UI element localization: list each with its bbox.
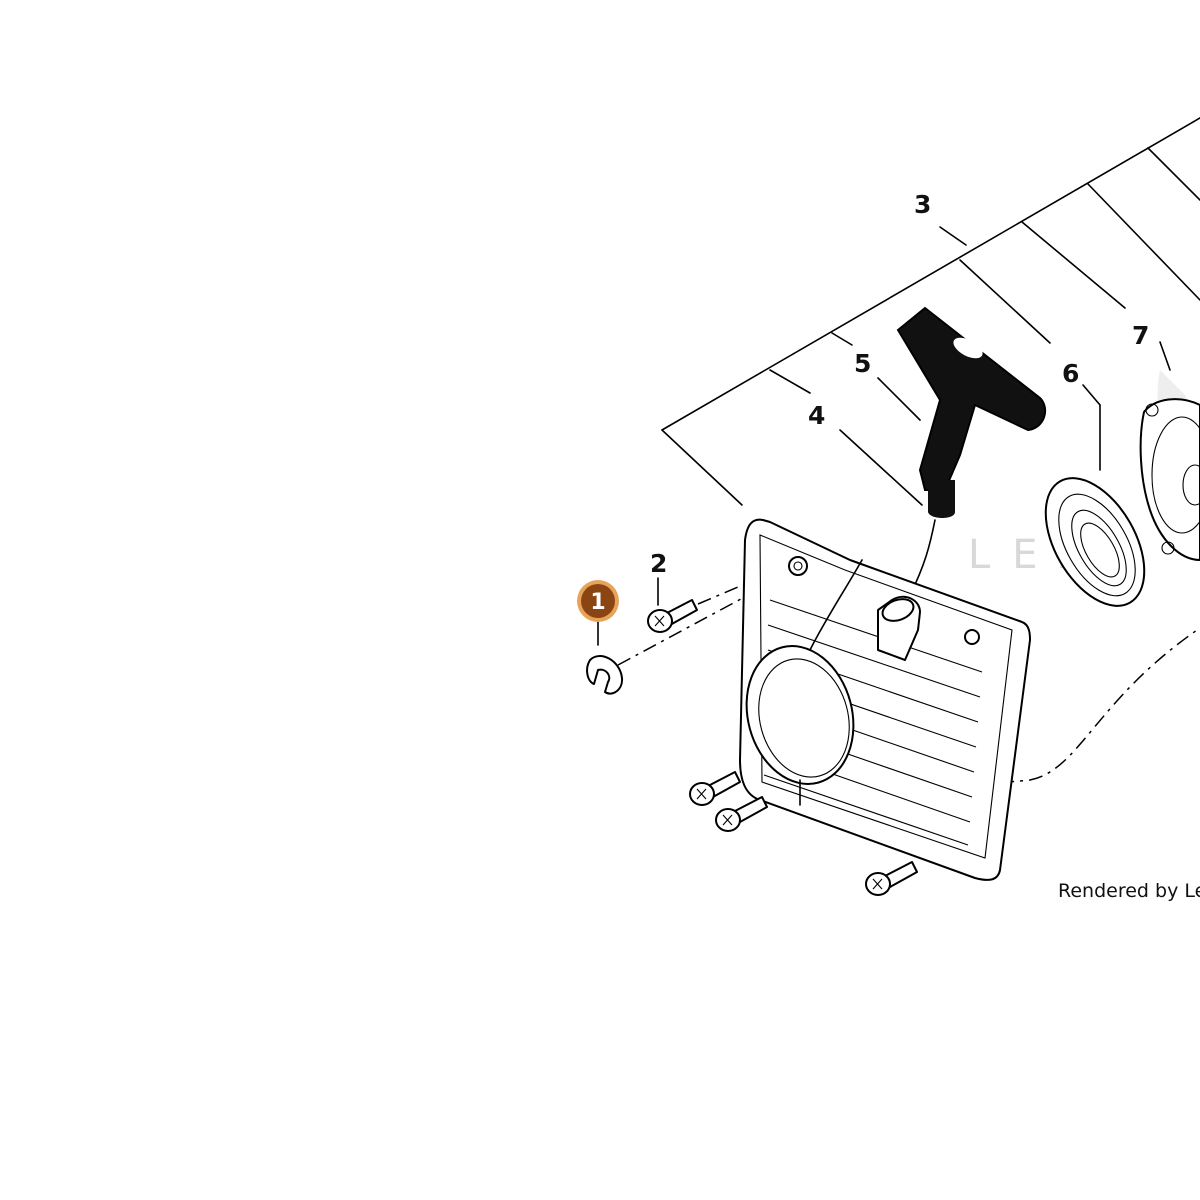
render-credit: Rendered by Lead	[1058, 880, 1200, 902]
callout-2[interactable]: 2	[650, 549, 667, 578]
callout-leaders	[597, 577, 659, 646]
callout-1: 1	[590, 590, 605, 615]
callout-1-badge[interactable]: 1	[577, 580, 619, 622]
callout-5[interactable]: 5	[854, 349, 871, 378]
screw-icon	[689, 771, 741, 806]
screw-icon	[865, 861, 918, 896]
callout-3[interactable]: 3	[914, 190, 931, 219]
callout-7[interactable]: 7	[1132, 321, 1149, 350]
screw-icon	[715, 796, 768, 832]
part-5-starter-grip	[896, 306, 1047, 518]
callout-4[interactable]: 4	[808, 401, 825, 430]
screw-icon	[647, 599, 698, 633]
part-6-rewind-spring	[1044, 477, 1146, 607]
part-1-retaining-clip	[586, 655, 624, 695]
part-3-fan-housing	[739, 518, 1031, 881]
callout-6[interactable]: 6	[1062, 359, 1079, 388]
part-7-pulley	[1139, 398, 1200, 561]
callouts: 2 3 4 5 6 7	[650, 190, 1149, 578]
part-2-screws	[647, 599, 918, 896]
assembly-bracket	[661, 117, 1200, 506]
